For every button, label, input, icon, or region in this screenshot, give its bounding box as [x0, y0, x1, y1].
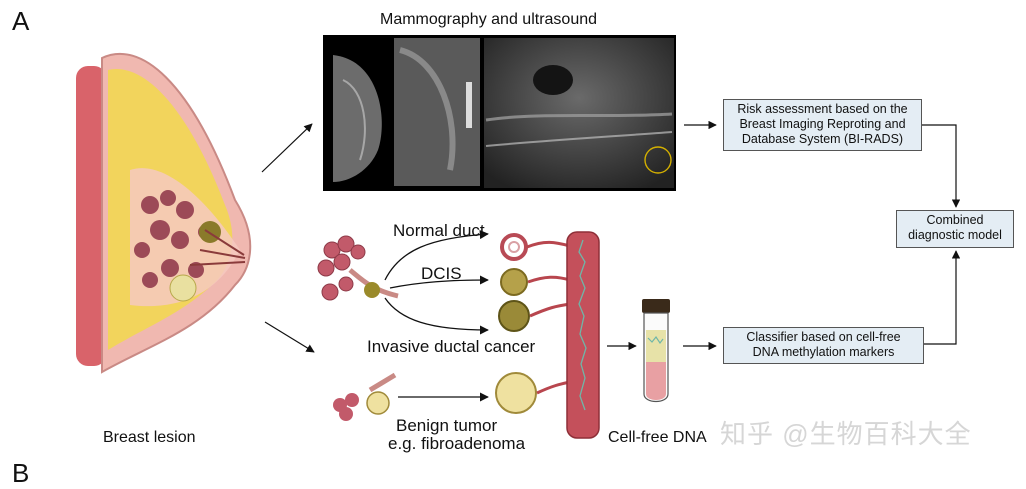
dcis-label: DCIS [421, 264, 462, 283]
lesion-benign [169, 274, 197, 302]
imaging-title: Mammography and ultrasound [380, 11, 598, 28]
classifier-line-2: DNA methylation markers [752, 345, 895, 359]
probe-marker-icon [644, 146, 672, 174]
benign-section [495, 372, 537, 414]
benign-label-line1: Benign tumor [396, 416, 498, 435]
benign-lobule-cluster [333, 372, 397, 421]
ducts [189, 229, 246, 266]
arrow-to-imaging [261, 123, 313, 173]
normal-duct-label: Normal duct [393, 221, 485, 240]
birads-line-3: Database System (BI-RADS) [741, 132, 904, 146]
lesion-dcis [199, 221, 221, 243]
breast-illustration [76, 53, 252, 374]
invasive-section [498, 300, 530, 332]
cfdna-fragments [578, 239, 587, 411]
watermark: 知乎 @生物百科大全 [720, 419, 972, 449]
arrow-to-histology [264, 321, 315, 353]
arrow-invasive [384, 297, 489, 335]
combined-line-1: Combined [926, 213, 984, 227]
us-lesion [533, 65, 573, 95]
arrow-birads-combined [922, 124, 961, 208]
dcis-section [500, 268, 528, 296]
mammogram-mlo [394, 38, 480, 186]
combined-line-2: diagnostic model [908, 228, 1002, 242]
breast-lesion-label: Breast lesion [103, 429, 196, 446]
blood-vessel [566, 231, 600, 439]
arrow-dcis [389, 275, 489, 289]
combined-model-box: Combined diagnostic model [896, 210, 1014, 248]
benign-label-line2: e.g. fibroadenoma [388, 434, 526, 453]
diagram-graphics [76, 35, 961, 439]
invasive-label: Invasive ductal cancer [367, 337, 536, 356]
panel-letter-a: A [12, 6, 30, 36]
ultrasound-image [484, 38, 674, 188]
dcis-nodule [364, 282, 380, 298]
birads-box: Risk assessment based on the Breast Imag… [723, 99, 922, 151]
figure-canvas: A B Mammography and ultrasound Normal du… [12, 6, 1014, 488]
capillaries [526, 240, 571, 395]
grayscale-bar [466, 82, 472, 128]
birads-line-1: Risk assessment based on the [737, 102, 908, 116]
cfdna-label: Cell-free DNA [608, 429, 707, 446]
arrow-normal-duct [384, 230, 489, 281]
classifier-line-1: Classifier based on cell-free [746, 330, 901, 344]
normal-lobule-cluster [317, 235, 366, 301]
chest-wall [76, 66, 106, 366]
mammogram-cc [333, 55, 382, 182]
imaging-panel [323, 35, 676, 191]
normal-duct-section [500, 233, 528, 261]
arrow-classifier-combined [924, 250, 961, 345]
blood-tube-icon [642, 299, 670, 403]
birads-line-2: Breast Imaging Reproting and [739, 117, 906, 131]
classifier-box: Classifier based on cell-free DNA methyl… [723, 327, 924, 364]
